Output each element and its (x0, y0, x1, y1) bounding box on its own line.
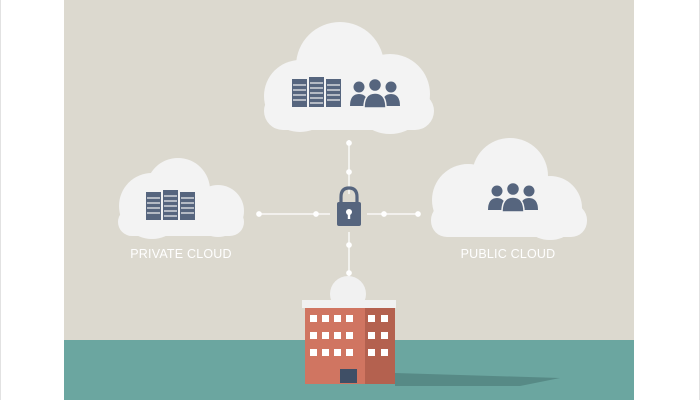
server-rack-icon (145, 189, 196, 221)
building-door (340, 369, 357, 383)
office-building-icon (302, 276, 560, 386)
public-cloud-label: PUBLIC CLOUD (461, 247, 556, 261)
connector-lines (256, 140, 421, 284)
private-cloud-label: PRIVATE CLOUD (130, 247, 231, 261)
server-rack-icon (291, 76, 342, 108)
public-cloud (431, 138, 587, 240)
padlock-icon (337, 186, 361, 226)
building-windows (310, 315, 388, 356)
